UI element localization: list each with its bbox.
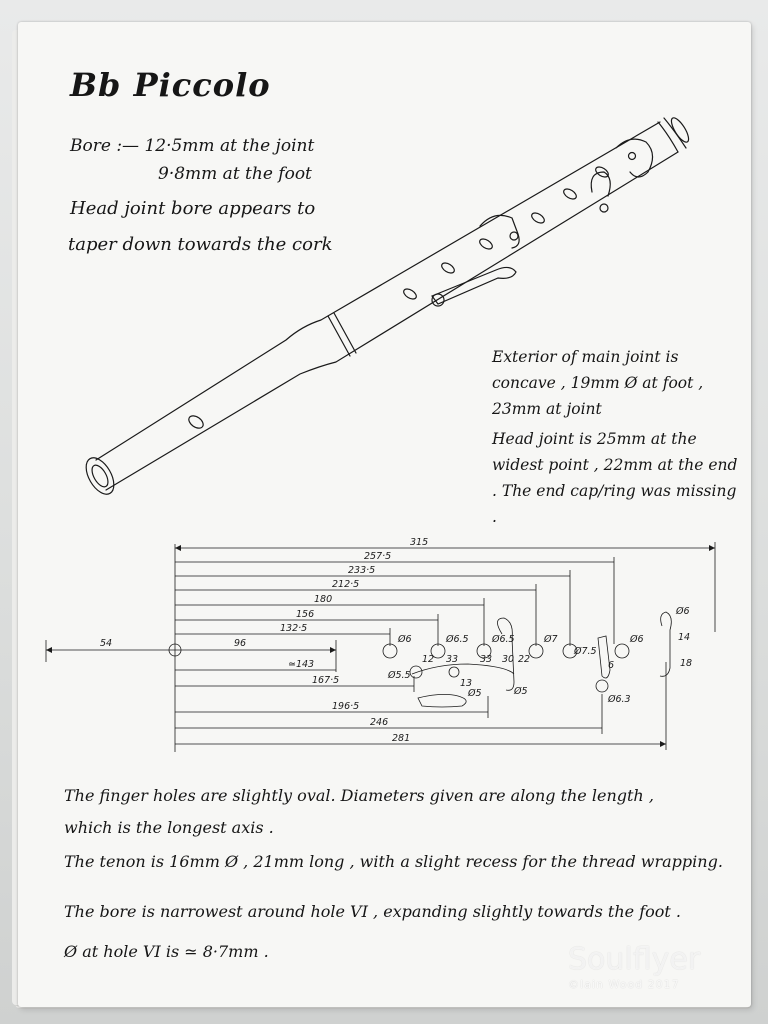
exterior-note: Exterior of main joint is concave , 19mm… <box>492 348 704 418</box>
dia-label-3: Ø6.5 <box>491 634 515 645</box>
foot-end <box>670 117 690 143</box>
tone-hole-1 <box>403 288 417 300</box>
misc-label-3: 33 <box>446 654 458 665</box>
dim-label-315: 315 <box>410 537 428 548</box>
head-joint-note: Head joint is 25mm at the widest point ,… <box>492 430 738 526</box>
dim-label-233: 233·5 <box>348 565 375 576</box>
dim-label-54: 54 <box>100 638 112 649</box>
head-note-line2: taper down towards the cork <box>68 234 333 255</box>
hole-circle-4 <box>528 643 544 659</box>
dia-label-5: Ø7.5 <box>573 646 597 657</box>
dia-label-10: Ø5 <box>513 686 528 697</box>
bore-foot-note: 9·8mm at the foot <box>158 164 312 184</box>
dia-label-14: 13 <box>460 678 472 689</box>
hole-circle-8 <box>448 666 460 678</box>
hole-circle-6 <box>614 643 630 659</box>
dim-label-196: 196·5 <box>332 701 359 712</box>
tone-hole-4 <box>531 212 545 224</box>
bottom-note-4: The bore is narrowest around hole VI , e… <box>64 902 681 921</box>
dia-label-12: 14 <box>678 632 690 643</box>
bottom-note-5: Ø at hole VI is ≃ 8·7mm . <box>64 942 269 961</box>
tone-hole-5 <box>563 188 577 200</box>
dim-label-246: 246 <box>370 717 388 728</box>
piccolo-drawing: 315 257·5 233·5 212·5 180 156 132·5 54 9… <box>45 117 716 752</box>
key-shape-3 <box>659 611 672 677</box>
key-2 <box>479 214 520 249</box>
dia-label-9: Ø5 <box>467 688 482 699</box>
key-pivot-3 <box>599 203 609 213</box>
long-key <box>431 266 517 305</box>
key-cup-1 <box>431 293 445 307</box>
dia-label-7: Ø6 <box>675 606 690 617</box>
dim-label-96: 96 <box>234 638 246 649</box>
dia-label-8: Ø5.5 <box>387 670 411 681</box>
dim-label-212: 212·5 <box>332 579 359 590</box>
joint-ring-2 <box>333 312 357 354</box>
key-3 <box>590 171 611 197</box>
dia-label-4: Ø7 <box>543 634 558 645</box>
piccolo-body-bottom <box>105 151 679 491</box>
key-pivot-4 <box>627 151 637 161</box>
piccolo-head-end <box>85 457 115 495</box>
piccolo-bore-opening <box>91 464 109 488</box>
piccolo-body-top <box>95 121 661 461</box>
drawing-sheet: Bb Piccolo Bore :— 12·5mm at the joint 9… <box>18 22 751 1007</box>
dimension-drawing: 315 257·5 233·5 212·5 180 156 132·5 54 9… <box>45 537 716 752</box>
foot-ring-1 <box>657 121 679 153</box>
dia-label-13: 18 <box>680 658 692 669</box>
embouchure-circle <box>168 643 182 657</box>
embouchure-hole <box>188 415 204 429</box>
page-title: Bb Piccolo <box>70 66 271 104</box>
hole-circle-9 <box>595 679 609 693</box>
dim-label-257: 257·5 <box>364 551 391 562</box>
key-4 <box>615 138 654 178</box>
tone-hole-3 <box>479 238 493 250</box>
misc-label-5: 30 <box>502 654 514 665</box>
hole-circle-1 <box>382 643 398 659</box>
dim-label-167: 167·5 <box>312 675 339 686</box>
dim-label-281: 281 <box>392 733 410 744</box>
dim-label-143: ≃143 <box>288 659 314 670</box>
hole-circle-7 <box>409 665 423 679</box>
foot-ring-2 <box>663 117 687 149</box>
bottom-note-1: The finger holes are slightly oval. Diam… <box>64 786 654 805</box>
dim-label-180: 180 <box>314 594 332 605</box>
bottom-note-3: The tenon is 16mm Ø , 21mm long , with a… <box>64 852 723 871</box>
misc-label-1: 12 <box>422 654 434 665</box>
misc-label-2: 22 <box>518 654 530 665</box>
dia-label-1: Ø6 <box>397 634 412 645</box>
hole-circle-3 <box>476 643 492 659</box>
key-shape-2 <box>597 635 611 679</box>
bottom-note-2: which is the longest axis . <box>64 818 274 837</box>
key-pivot-2 <box>509 231 519 241</box>
dia-label-11: Ø6.3 <box>607 694 631 705</box>
key-lever-2 <box>417 694 467 708</box>
dim-label-156: 156 <box>296 609 314 620</box>
watermark-brand: Soulflyer <box>568 942 701 977</box>
key-shape-1 <box>497 617 515 691</box>
hole-circle-5 <box>562 643 578 659</box>
key-lever-1 <box>411 663 515 675</box>
tone-hole-2 <box>441 262 455 274</box>
hole-circle-2 <box>430 643 446 659</box>
head-note-line1: Head joint bore appears to <box>70 198 316 219</box>
bore-joint-note: Bore :— 12·5mm at the joint <box>70 136 315 156</box>
joint-ring-1 <box>327 315 351 357</box>
dia-label-15: 6 <box>608 660 614 671</box>
dia-label-6: Ø6 <box>629 634 644 645</box>
watermark-credit: ©Iain Wood 2017 <box>568 978 680 991</box>
dim-label-132: 132·5 <box>280 623 307 634</box>
misc-label-4: 33 <box>480 654 492 665</box>
dia-label-2: Ø6.5 <box>445 634 469 645</box>
